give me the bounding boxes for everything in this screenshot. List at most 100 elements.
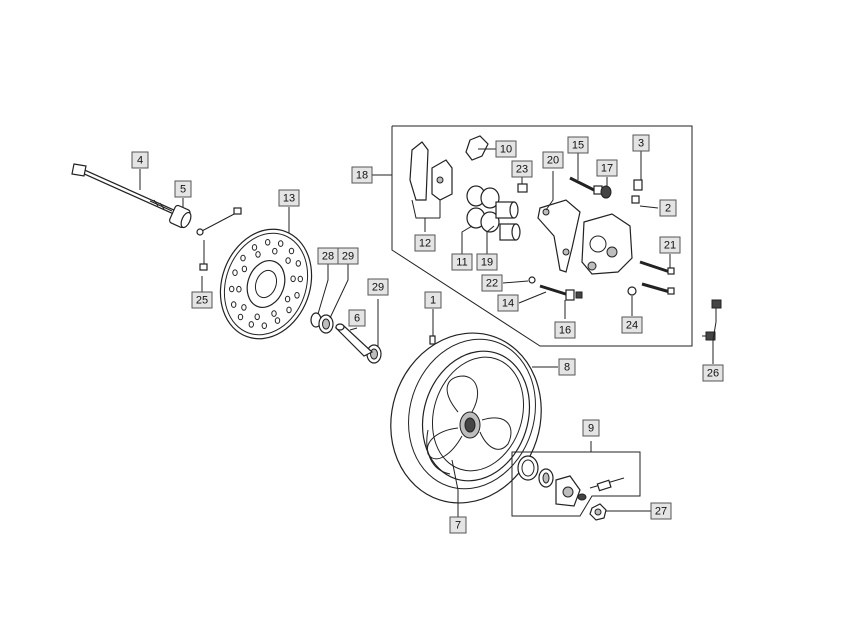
disc-hole (254, 313, 260, 321)
callout-9: 9 (582, 419, 600, 437)
disc-hole (286, 306, 292, 314)
disc-hole (272, 247, 278, 255)
callout-7: 7 (449, 516, 467, 534)
disc-hole (261, 322, 267, 330)
callout-label: 23 (516, 164, 528, 176)
callout-box (511, 160, 533, 178)
caliper-bolt-drawing (528, 276, 583, 301)
callout-box (351, 166, 373, 184)
speedometer-drive-drawing (517, 455, 625, 507)
axle-spacer-drawing (168, 204, 192, 229)
callout-box (414, 234, 436, 252)
callout-13: 13 (278, 189, 300, 207)
callout-20: 20 (542, 151, 564, 169)
callout-2: 2 (659, 199, 677, 217)
spacer-tube-drawing (334, 323, 374, 357)
callout-3: 3 (632, 134, 650, 152)
callout-box (542, 151, 564, 169)
disc-hole (255, 251, 261, 258)
callout-box (348, 309, 366, 327)
disc-hole (278, 240, 284, 247)
callout-box (650, 502, 672, 520)
mounting-bolts-drawing (702, 299, 722, 341)
callout-8: 8 (558, 358, 576, 376)
callout-box (424, 291, 442, 309)
disc-hole (294, 292, 300, 299)
caliper-group-frame (391, 125, 693, 347)
caliper-bracket-drawing (537, 199, 581, 273)
callout-1: 1 (424, 291, 442, 309)
disc-hole (288, 247, 295, 255)
caliper-body-drawing (581, 213, 633, 275)
callout-26: 26 (702, 364, 724, 382)
callout-16: 16 (554, 321, 576, 339)
callout-box (554, 321, 576, 339)
callout-box (495, 140, 517, 158)
callout-4: 4 (131, 151, 149, 169)
callout-label: 2 (665, 203, 671, 215)
callout-box (131, 151, 149, 169)
caliper-nut-drawing (627, 286, 637, 296)
callout-label: 13 (283, 193, 295, 205)
bearings-drawing (310, 312, 382, 364)
disc-hole (231, 301, 237, 308)
disc-hole (274, 317, 281, 324)
leader-lines (139, 148, 717, 519)
callout-10: 10 (495, 140, 517, 158)
disc-hole (241, 265, 248, 273)
front-axle-drawing (71, 163, 178, 216)
disc-hole (241, 304, 247, 311)
callout-label: 27 (655, 506, 667, 518)
callout-24: 24 (621, 316, 643, 334)
callout-17: 17 (596, 159, 618, 177)
callout-23: 23 (511, 160, 533, 178)
callout-label: 28 (322, 251, 334, 263)
disc-hole (232, 269, 238, 277)
callout-label: 4 (137, 155, 143, 167)
pistons-seals-drawing (466, 185, 521, 241)
callout-label: 6 (354, 313, 360, 325)
callout-label: 1 (430, 295, 436, 307)
callout-28: 28 (317, 247, 339, 265)
callout-box (476, 253, 498, 271)
callout-label: 26 (707, 368, 719, 380)
callout-box (191, 291, 213, 309)
callout-19: 19 (476, 253, 498, 271)
callout-box (451, 253, 473, 271)
callout-box (632, 134, 650, 152)
callout-label: 11 (456, 257, 467, 269)
callout-box (582, 419, 600, 437)
callout-label: 14 (502, 298, 514, 310)
callout-box (481, 274, 503, 292)
callout-box (174, 180, 192, 198)
callout-18: 18 (351, 166, 373, 184)
callout-29-2: 29 (367, 278, 389, 296)
callout-label: 25 (196, 295, 208, 307)
callout-15: 15 (567, 136, 589, 154)
callout-25: 25 (191, 291, 213, 309)
callout-box (497, 294, 519, 312)
callout-box (702, 364, 724, 382)
callout-label: 15 (572, 140, 584, 152)
callout-label: 29 (342, 251, 354, 263)
callout-22: 22 (481, 274, 503, 292)
callout-box (449, 516, 467, 534)
callout-box (558, 358, 576, 376)
callout-label: 16 (559, 325, 571, 337)
disc-hole (229, 285, 235, 293)
callout-label: 12 (419, 238, 431, 250)
callout-label: 8 (564, 362, 570, 374)
callout-box (278, 189, 300, 207)
callout-27: 27 (650, 502, 672, 520)
slide-pins-drawing (569, 176, 643, 204)
pad-spring-drawing (465, 135, 489, 161)
callout-box (567, 136, 589, 154)
disc-hole (265, 239, 271, 246)
disc-hole (284, 295, 291, 303)
disc-hole (240, 254, 246, 262)
callout-29: 29 (337, 247, 359, 265)
callout-label: 22 (486, 278, 498, 290)
callout-label: 5 (180, 184, 186, 196)
disc-hole (248, 321, 255, 328)
